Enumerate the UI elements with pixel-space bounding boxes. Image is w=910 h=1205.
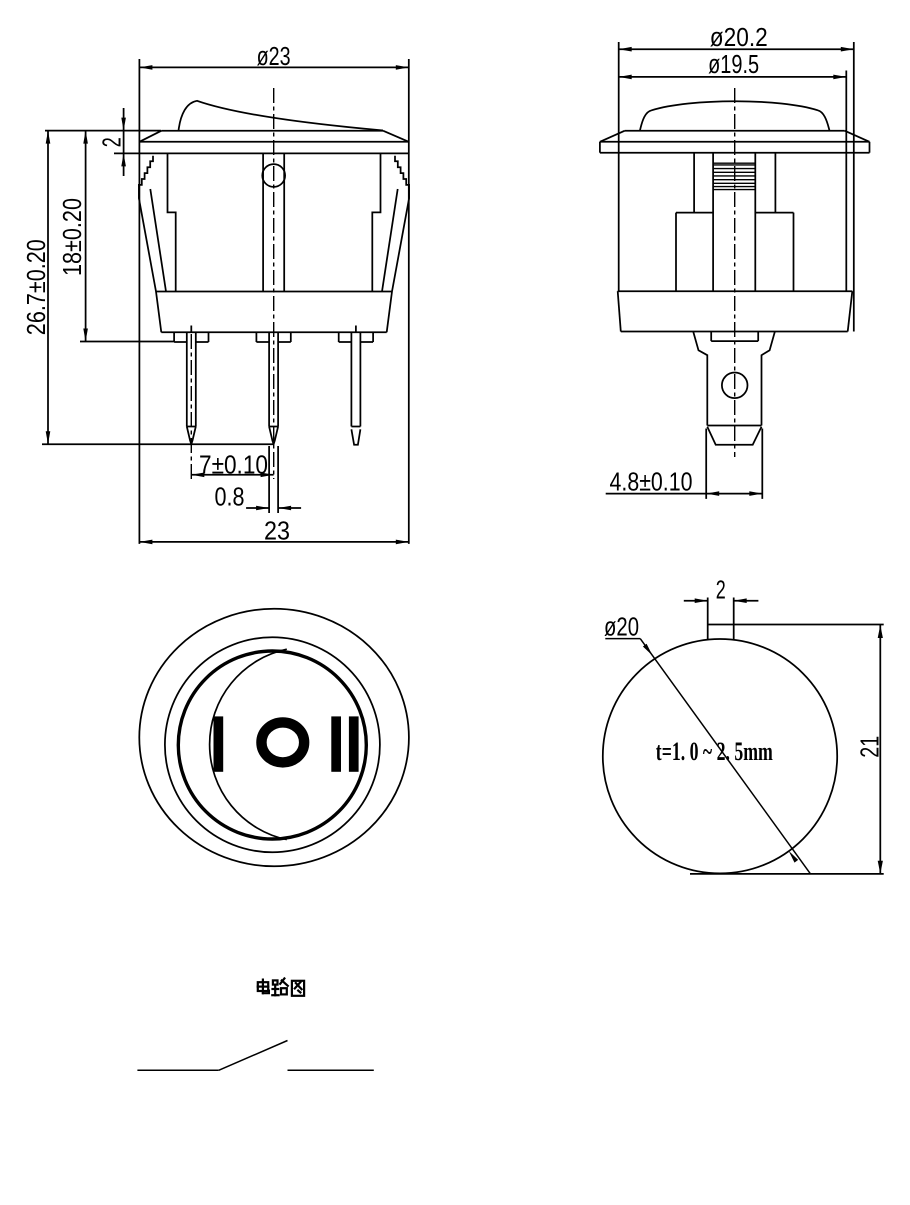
svg-text:23: 23: [264, 517, 290, 545]
svg-text:18±0.20: 18±0.20: [59, 198, 87, 276]
svg-text:t=1. 0 ~ 2. 5mm: t=1. 0 ~ 2. 5mm: [656, 737, 773, 766]
svg-text:2: 2: [716, 576, 726, 604]
svg-text:ø20.2: ø20.2: [710, 24, 768, 52]
svg-text:ø20: ø20: [604, 614, 639, 642]
svg-text:21: 21: [856, 736, 884, 758]
svg-text:26.7±0.20: 26.7±0.20: [23, 239, 51, 335]
svg-text:ø23: ø23: [257, 43, 291, 71]
svg-text:2: 2: [98, 137, 126, 147]
svg-text:0.8: 0.8: [215, 483, 245, 511]
svg-text:7±0.10: 7±0.10: [199, 452, 268, 480]
svg-text:ø19.5: ø19.5: [708, 51, 759, 79]
svg-text:4.8±0.10: 4.8±0.10: [610, 468, 693, 496]
